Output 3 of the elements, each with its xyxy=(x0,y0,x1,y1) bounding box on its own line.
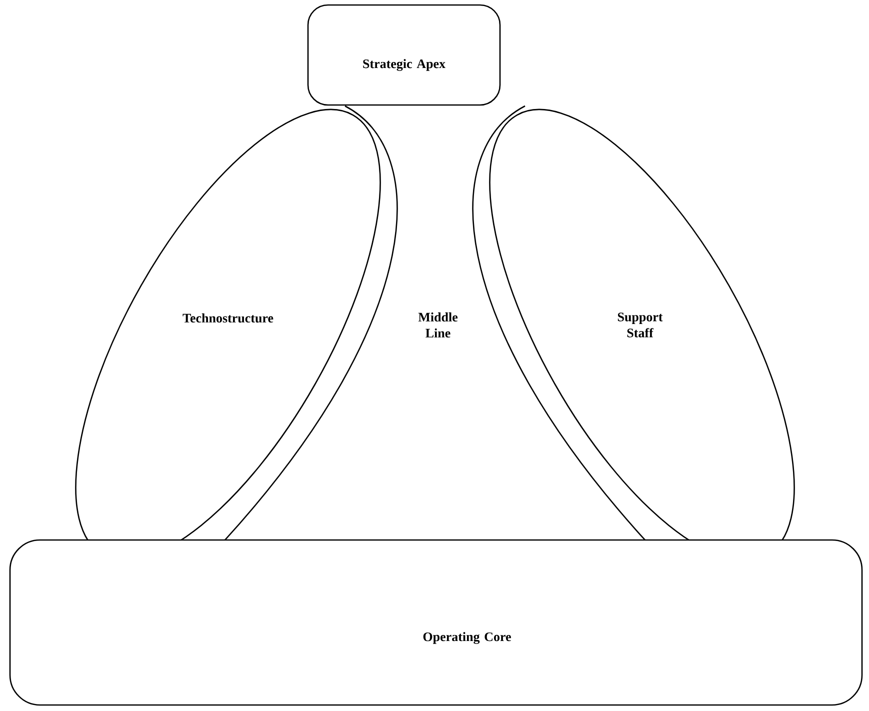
region-label: Middle Line xyxy=(418,312,458,338)
apex-box: Strategic Apex xyxy=(307,4,501,106)
core-box: Operating Core xyxy=(9,539,863,706)
